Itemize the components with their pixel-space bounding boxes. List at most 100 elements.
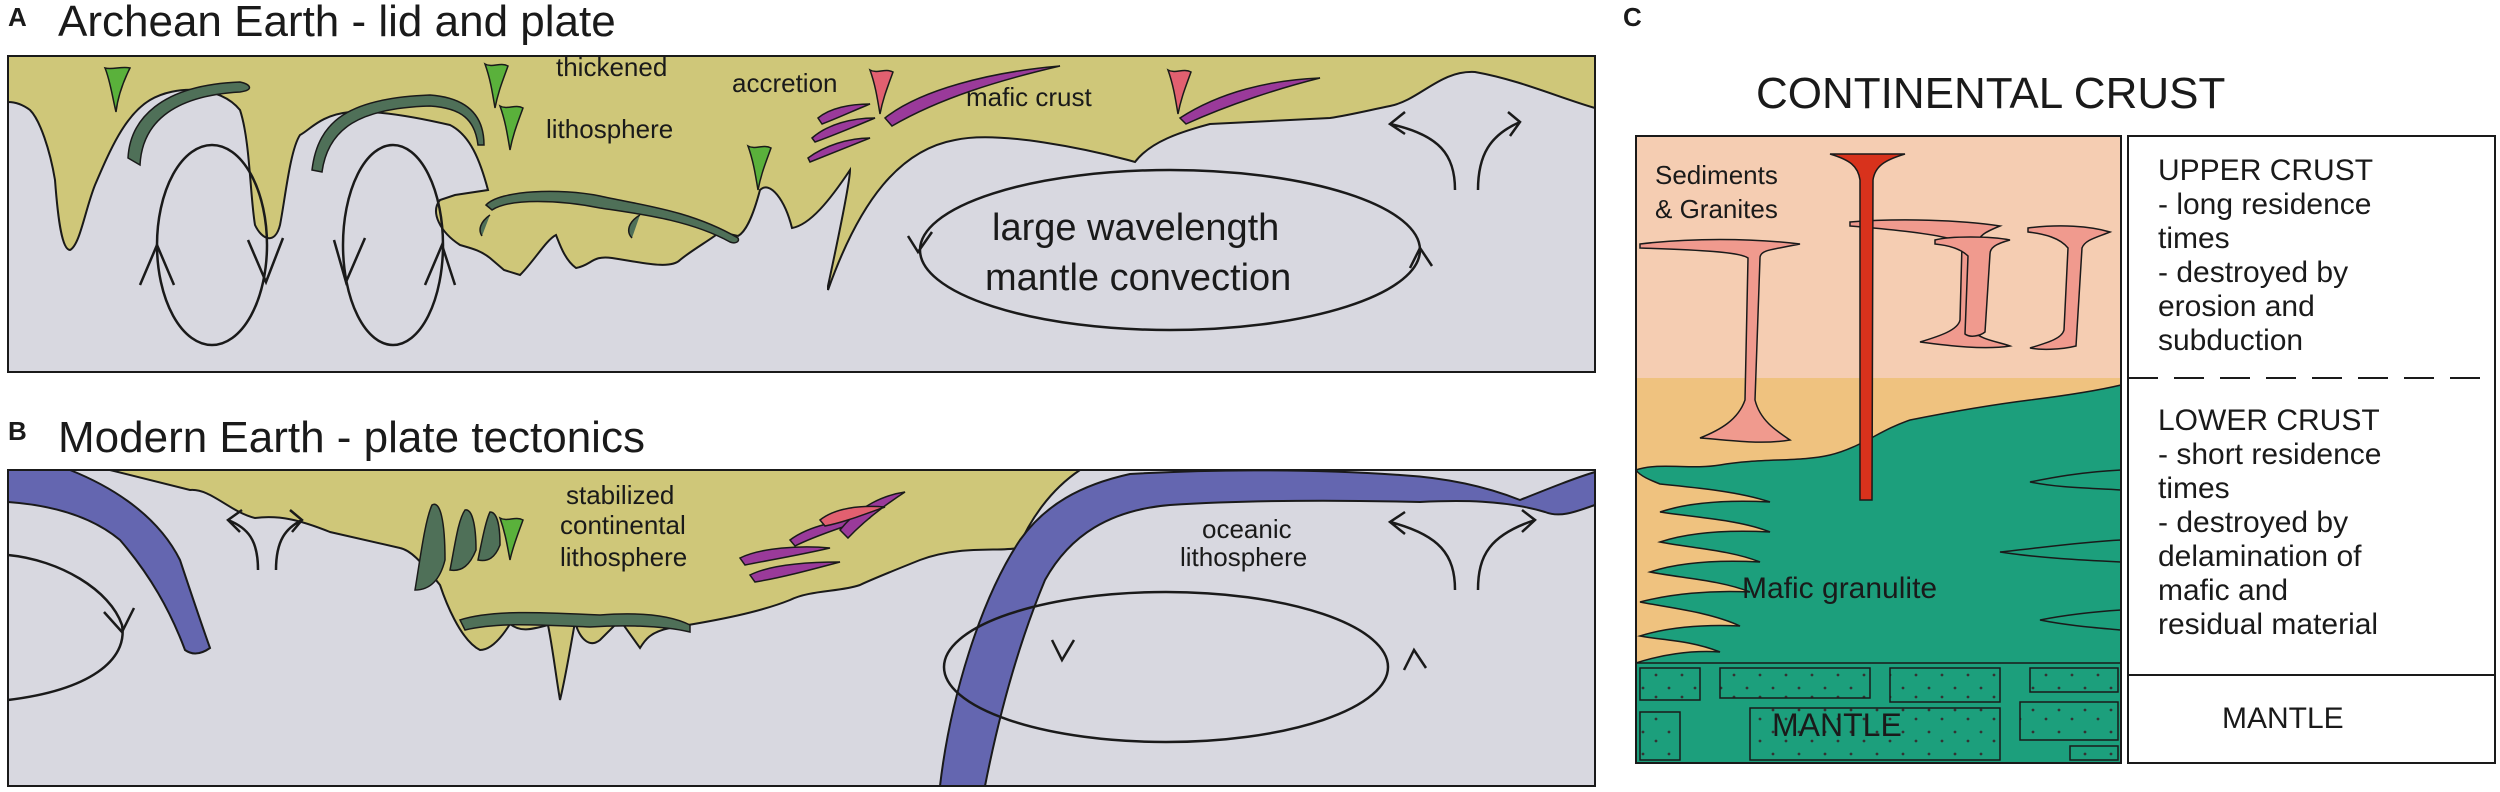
upper-crust-line: - destroyed by (2158, 256, 2348, 289)
lower-crust-line: - short residence (2158, 438, 2381, 471)
panel-a-letter: A (8, 2, 27, 32)
panel-c-title: CONTINENTAL CRUST (1756, 69, 2225, 118)
pink-lens-icon (818, 505, 886, 527)
label-oceanic: oceanic (1202, 514, 1292, 544)
granite-conduit (1829, 153, 1906, 501)
mantle-block (1749, 707, 2001, 761)
upwelling-arrow-right-icon (274, 509, 304, 571)
mafic-drip (414, 503, 446, 591)
label-continental-lithosphere: lithosphere (560, 542, 687, 572)
mafic-arc (479, 214, 641, 239)
mafic-arc (311, 94, 485, 173)
mantle-block (2019, 701, 2119, 741)
mantle-block (1889, 667, 2001, 703)
slab-left (7, 469, 212, 655)
upper-crust-heading: UPPER CRUST (2158, 154, 2373, 187)
label-accretion: accretion (732, 68, 838, 98)
label-continental: continental (560, 510, 686, 540)
mafic-drip (449, 509, 477, 572)
convection-cell-left (7, 553, 124, 702)
upper-crust-line: - long residence (2158, 188, 2371, 221)
upwelling-arrow-left-icon (1387, 510, 1457, 591)
granite-sill (1934, 236, 2011, 337)
lower-crust-line: times (2158, 472, 2230, 505)
green-wedge-icon (483, 62, 509, 109)
label-granites: & Granites (1655, 194, 1778, 224)
table-border (2127, 135, 2496, 764)
label-oceanic-lithosphere: lithosphere (1180, 542, 1307, 572)
lower-crust-line: delamination of (2158, 540, 2362, 573)
granite-sill (2027, 225, 2113, 351)
panel-b-title: Modern Earth - plate tectonics (58, 413, 645, 462)
arrow-up-icon (423, 241, 457, 286)
upwelling-arrow-right-icon (1476, 111, 1522, 191)
granulite-fingers-right (1999, 469, 2122, 631)
panel-a-title: Archean Earth - lid and plate (58, 0, 616, 46)
arrow-down-icon (1050, 639, 1076, 663)
mantle-block (1639, 667, 1701, 701)
modern-mafic-drips (414, 503, 691, 633)
magenta-sliver (810, 117, 876, 143)
panel-c: C CONTINENTAL CRUST (1623, 2, 2496, 764)
magenta-sliver (817, 103, 871, 125)
magenta-sliver (883, 65, 1061, 127)
label-large-wavelength: large wavelength (992, 207, 1279, 249)
granite-sill (1639, 238, 1801, 443)
panel-a: A Archean Earth - lid and plate (7, 0, 1596, 373)
mantle-blocks (1639, 667, 2119, 761)
convection-cell-oceanic (942, 590, 1390, 744)
lower-crust-heading: LOWER CRUST (2158, 404, 2380, 437)
granite-intrusions (1639, 219, 2113, 443)
arrow-up-icon (1408, 245, 1434, 269)
arrow-up-icon (138, 241, 176, 286)
upper-crust-line: subduction (2158, 324, 2303, 357)
green-wedge-icon (498, 104, 524, 151)
label-thickened-lithosphere: lithosphere (546, 114, 673, 144)
modern-accretion (738, 491, 906, 583)
upper-crust-line: times (2158, 222, 2230, 255)
mafic-arc (127, 81, 251, 167)
mantle-block (1639, 711, 1681, 761)
lower-crust-line: residual material (2158, 608, 2378, 641)
label-sediments: Sediments (1655, 160, 1778, 190)
upwelling-arrow-right-icon (1476, 509, 1537, 591)
crust-column-border (1635, 135, 2122, 764)
green-wedge-icons (103, 62, 772, 191)
mafic-arc (484, 190, 740, 244)
slab-right (938, 469, 1596, 787)
label-mantle-convection: mantle convection (985, 257, 1291, 299)
upwelling-arrow-left-icon (1387, 111, 1457, 191)
magenta-sliver (807, 137, 871, 163)
crust-properties-table: UPPER CRUST - long residence times - des… (2127, 135, 2496, 764)
magenta-sliver (748, 561, 841, 583)
convection-cells-a (138, 111, 1522, 347)
panel-c-letter: C (1623, 2, 1642, 32)
panel-b-letter: B (8, 416, 27, 446)
label-mafic-granulite: Mafic granulite (1742, 572, 1937, 605)
arrow-down-icon (103, 607, 136, 635)
mantle-block (1719, 667, 1871, 699)
upper-crust-line: erosion and (2158, 290, 2315, 323)
label-thickened: thickened (556, 52, 667, 82)
pink-wedge-icon (1166, 68, 1192, 115)
archean-mafic-arcs (127, 81, 740, 244)
label-stabilized: stabilized (566, 480, 674, 510)
mafic-drip (477, 511, 501, 562)
arrow-down-icon (906, 231, 934, 255)
panel-b: B Modern Earth - plate tectonics (7, 413, 1596, 787)
magenta-sliver (1178, 77, 1321, 125)
pink-wedge-icon (868, 68, 894, 115)
convection-cells-b (7, 508, 1537, 744)
green-wedge-icon (746, 144, 772, 191)
mantle-table-label: MANTLE (2222, 702, 2344, 735)
mantle-block (2029, 667, 2119, 693)
label-mafic-crust: mafic crust (966, 82, 1092, 112)
mafic-base (458, 611, 691, 633)
accretion-slivers (807, 65, 1321, 163)
arrow-down-icon (246, 237, 285, 286)
label-mantle-column: MANTLE (1772, 707, 1902, 743)
mantle-block (2069, 745, 2119, 761)
lower-crust-line: mafic and (2158, 574, 2288, 607)
arrow-up-icon (1402, 647, 1428, 671)
